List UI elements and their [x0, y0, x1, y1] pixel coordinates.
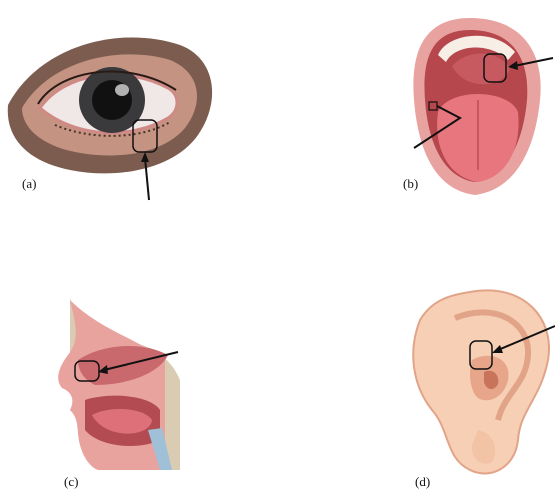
panel-label-a: (a) — [22, 176, 36, 192]
panel-label-c: (c) — [64, 474, 78, 490]
nasal-illustration — [58, 298, 180, 470]
panel-label-d: (d) — [415, 474, 430, 490]
eye-illustration — [8, 38, 212, 201]
ear-illustration — [413, 290, 555, 473]
panel-label-b: (b) — [403, 176, 418, 192]
mouth-illustration — [413, 18, 553, 195]
eye-highlight — [115, 84, 129, 96]
